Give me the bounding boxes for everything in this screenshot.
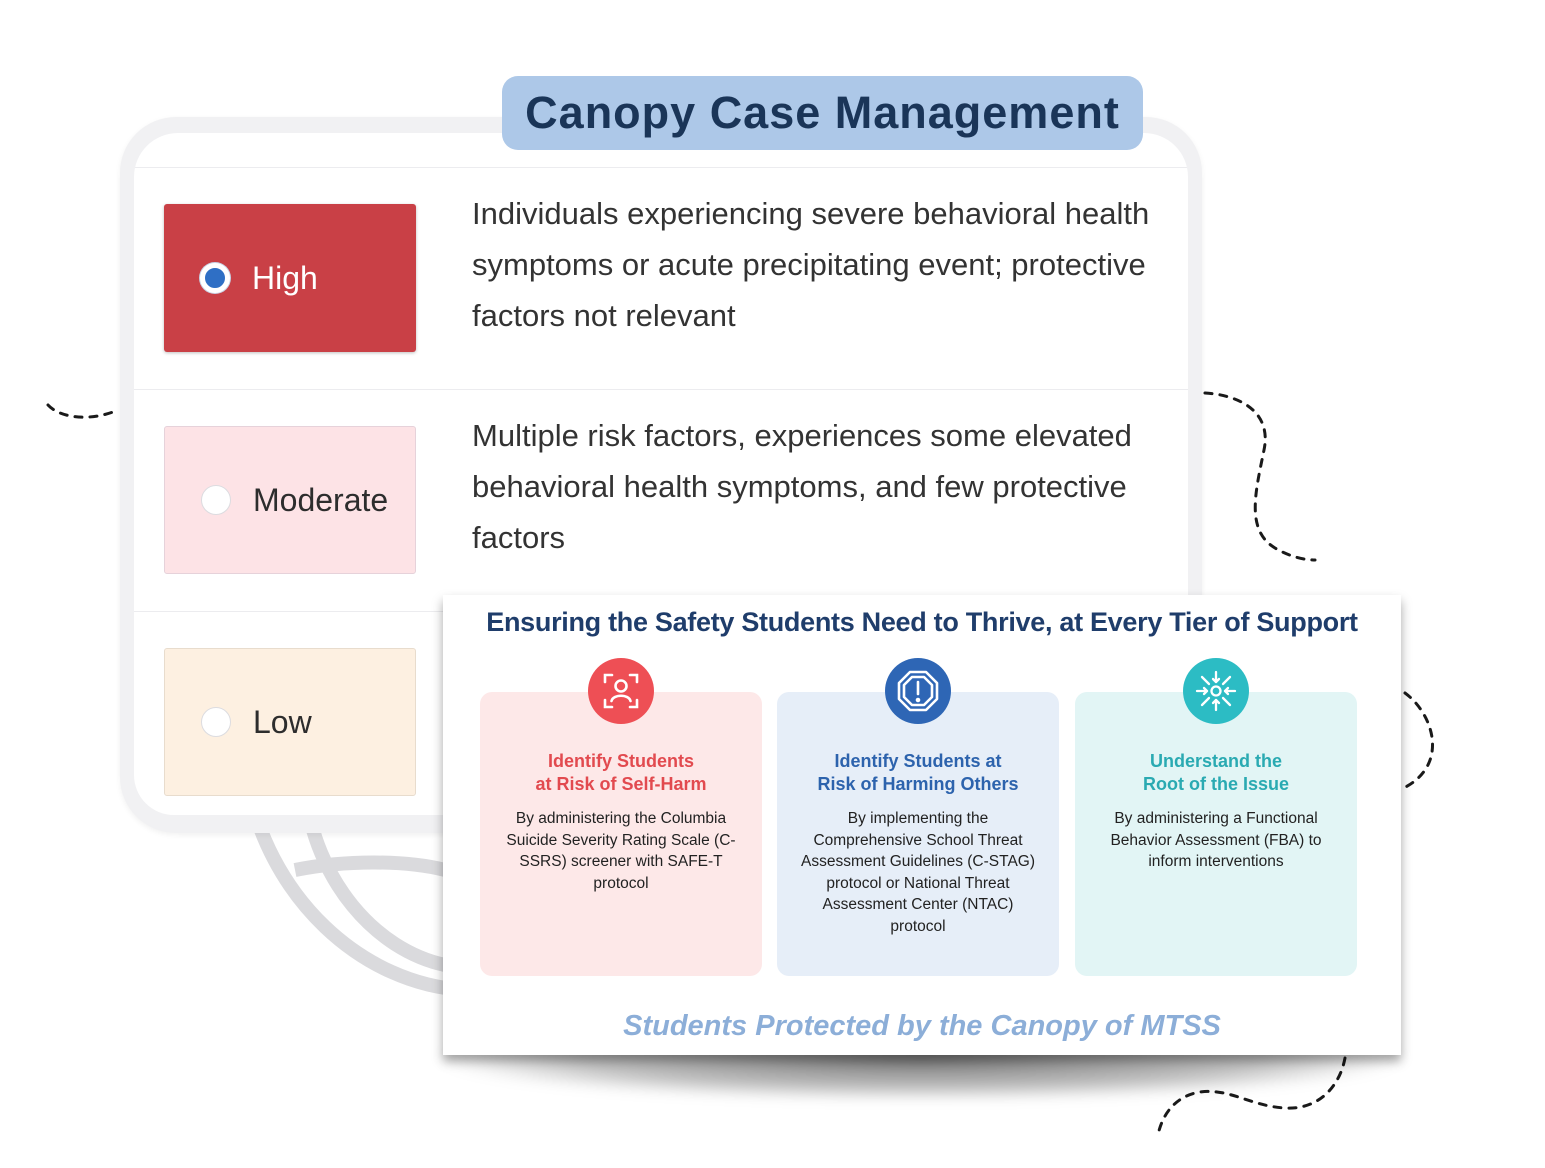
support-column-root-issue: Understand the Root of the Issue By admi… [1075,658,1357,976]
radio-unchecked-icon[interactable] [201,707,231,737]
column-heading-line: Risk of Harming Others [817,774,1019,794]
column-heading: Identify Students at Risk of Harming Oth… [787,750,1049,796]
risk-row-moderate: Moderate Multiple risk factors, experien… [134,389,1188,612]
column-body: By administering a Functional Behavior A… [1110,810,1322,870]
alert-octagon-icon [885,658,951,724]
risk-description: Multiple risk factors, experiences some … [472,418,1132,555]
column-heading: Understand the Root of the Issue [1085,750,1347,796]
risk-row-high: High Individuals experiencing severe beh… [134,167,1188,390]
mtss-support-panel: Ensuring the Safety Students Need to Thr… [443,595,1401,1055]
risk-label: High [252,259,318,296]
panel-title: Ensuring the Safety Students Need to Thr… [486,607,1358,637]
column-heading-line: Identify Students at [834,751,1002,771]
panel-footer-tagline: Students Protected by the Canopy of MTSS [623,1010,1221,1042]
risk-label: Low [253,703,312,740]
column-heading: Identify Students at Risk of Self-Harm [490,750,752,796]
support-column-harming-others: Identify Students at Risk of Harming Oth… [777,658,1059,976]
risk-description: Individuals experiencing severe behavior… [472,196,1150,333]
column-heading-line: Identify Students [547,751,694,771]
page-title-banner: Canopy Case Management [502,76,1143,150]
column-heading-line: Understand the [1149,751,1282,771]
person-scan-icon [588,658,654,724]
risk-option-low[interactable]: Low [164,648,416,796]
column-body: By implementing the Comprehensive School… [801,810,1035,935]
risk-option-moderate[interactable]: Moderate [164,426,416,574]
risk-option-high[interactable]: High [164,204,416,352]
support-column-self-harm: Identify Students at Risk of Self-Harm B… [480,658,762,976]
column-heading-line: at Risk of Self-Harm [535,774,707,794]
column-body: By administering the Columbia Suicide Se… [506,810,736,892]
page-title: Canopy Case Management [525,87,1120,138]
focus-arrows-icon [1183,658,1249,724]
radio-unchecked-icon[interactable] [201,485,231,515]
risk-label: Moderate [253,481,389,518]
radio-checked-icon[interactable] [200,263,230,293]
column-heading-line: Root of the Issue [1142,774,1289,794]
